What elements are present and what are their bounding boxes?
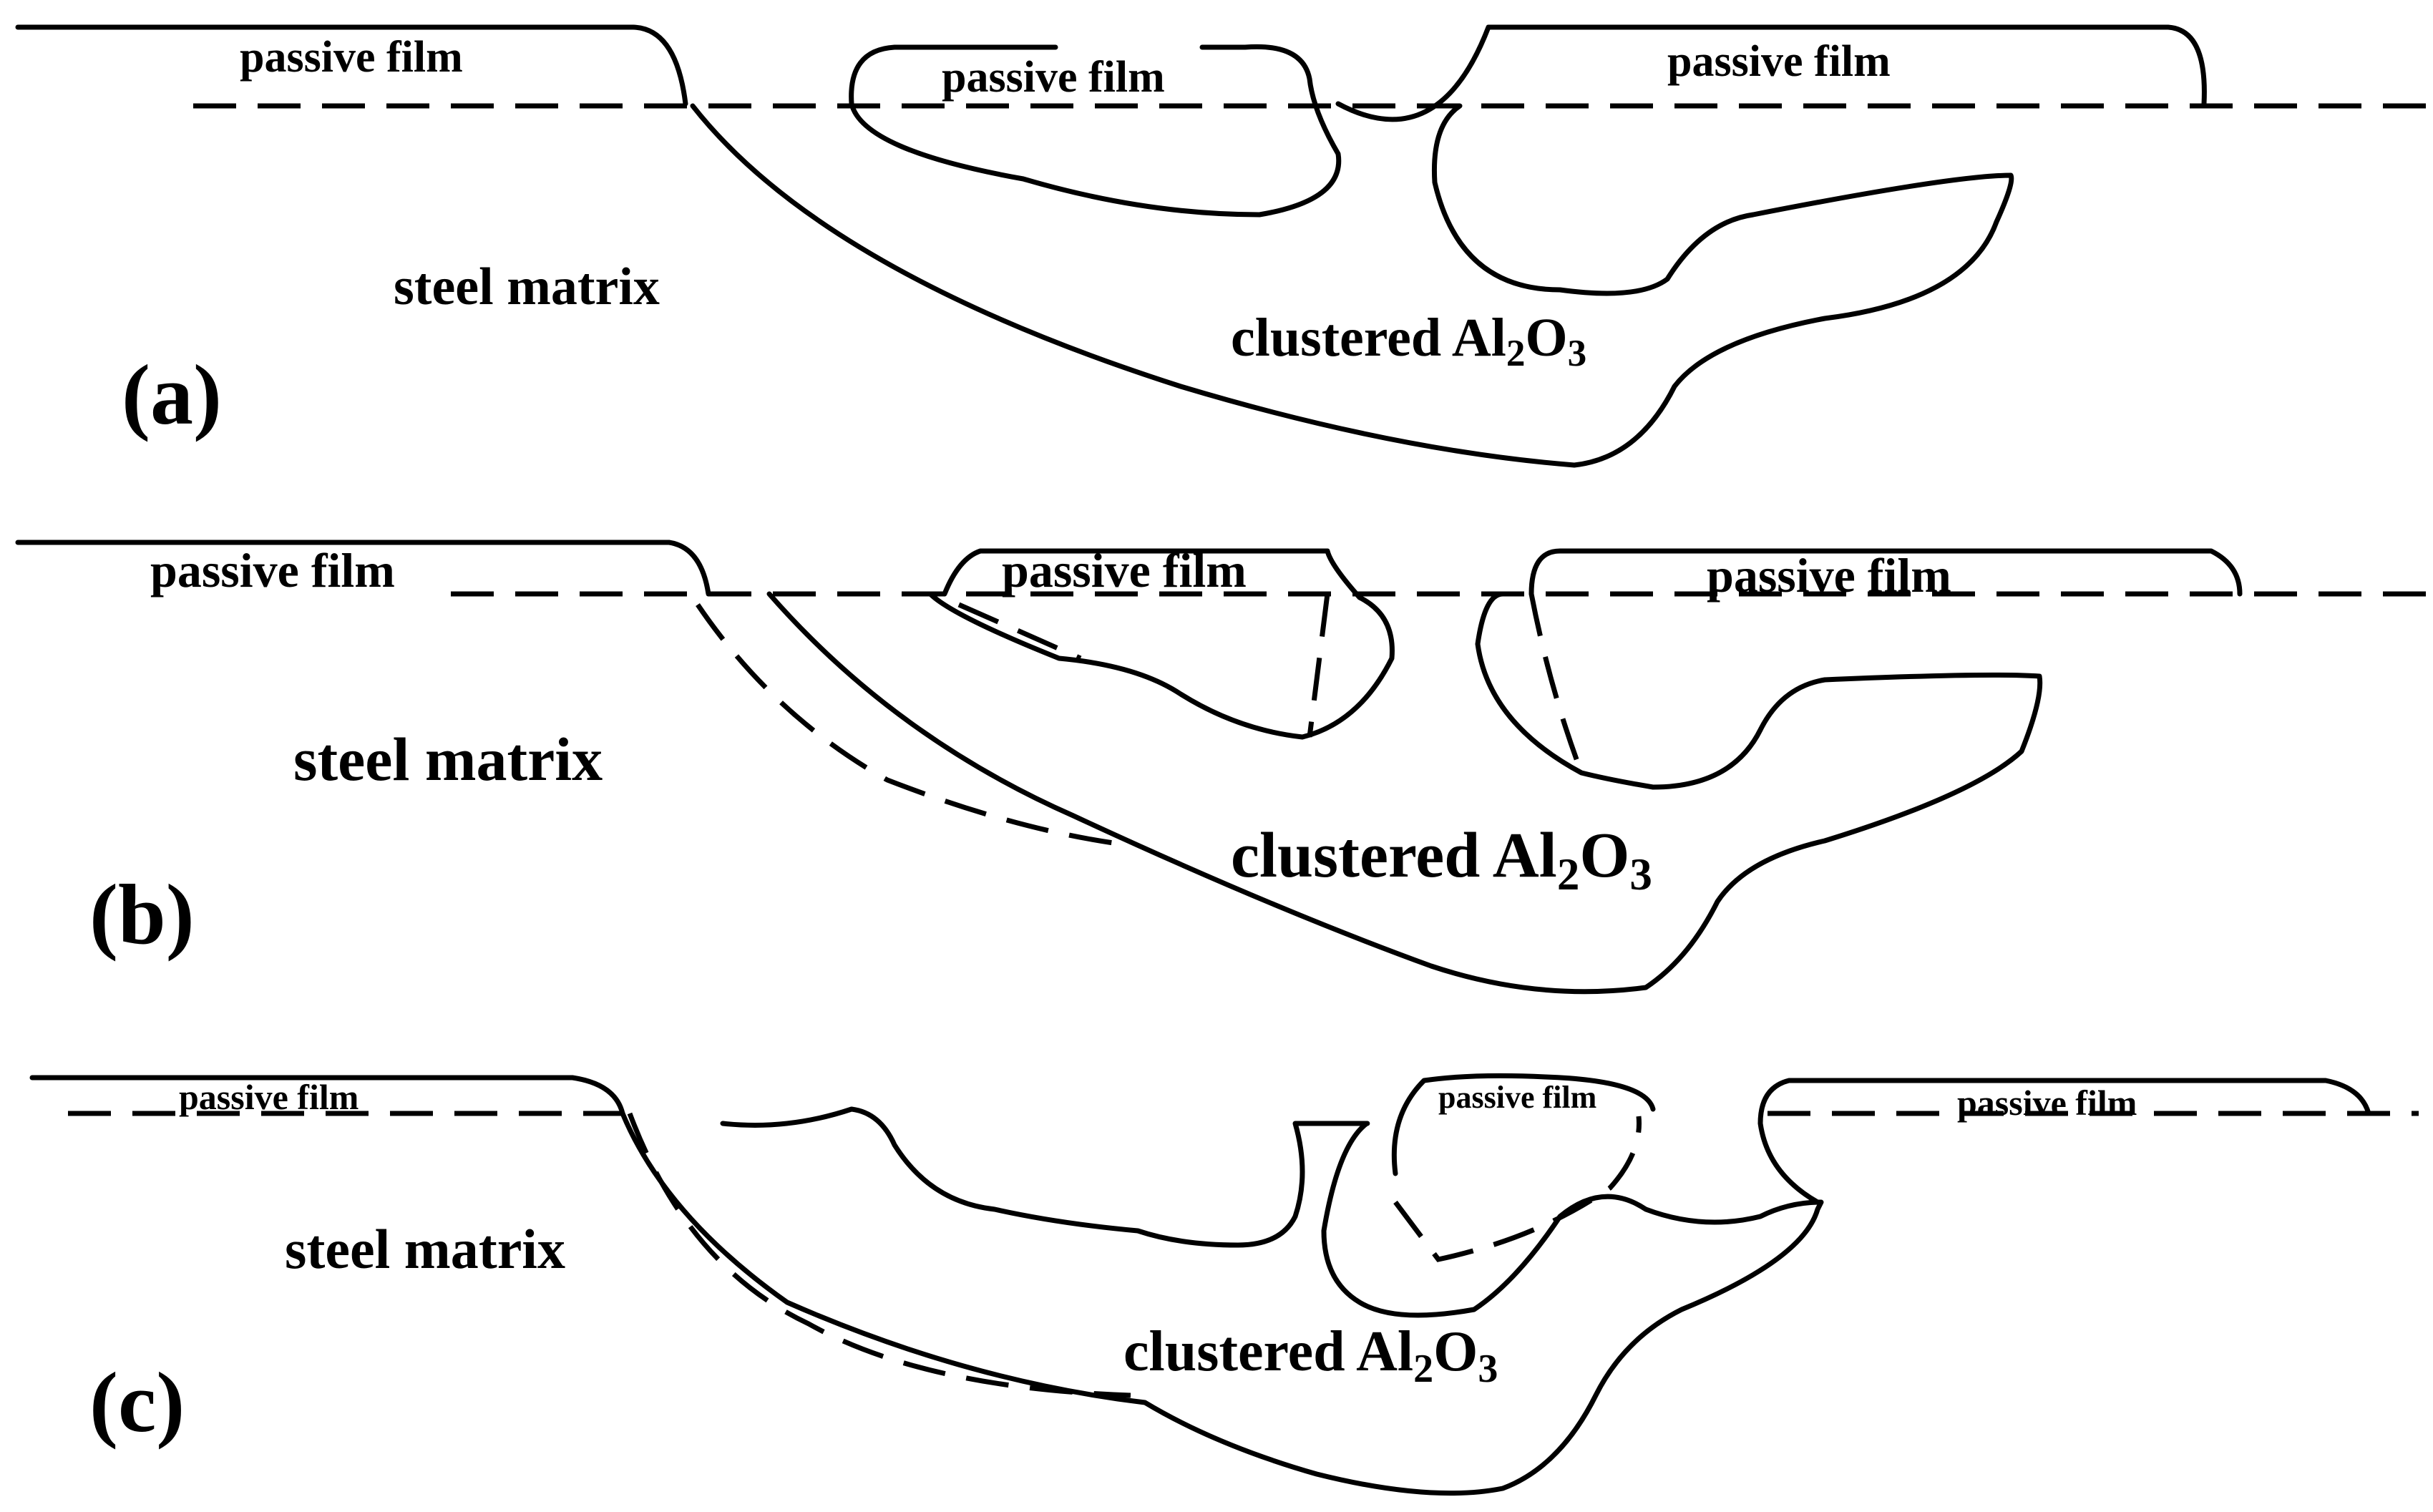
- passive-film-right-c: [1757, 1078, 2371, 1205]
- panel-label-a: (a): [122, 347, 222, 442]
- clustered-label-b: clustered Al2O3: [1231, 820, 1652, 899]
- passive-film-left-c: [29, 1075, 625, 1116]
- passive-film-label-a1: passive film: [240, 33, 463, 82]
- dissolution-front-middle-c: [1393, 1116, 1642, 1262]
- steel-matrix-label-a: steel matrix: [394, 258, 660, 316]
- dissolution-front-left-b: [696, 603, 1124, 847]
- dissolution-front-middle2-b: [1307, 593, 1330, 738]
- passive-film-left-b: [15, 540, 711, 597]
- panel-label-c: (c): [89, 1355, 185, 1450]
- passive-film-label-c3: passive film: [1957, 1083, 2137, 1123]
- passive-film-right-b: [1528, 548, 2243, 597]
- passive-film-middle-c: [1391, 1073, 1656, 1176]
- panel-c: passive film passive film passive film s…: [29, 1073, 2419, 1496]
- dissolution-front-right-b: [1528, 593, 1584, 774]
- passive-film-label-a3: passive film: [1667, 37, 1891, 86]
- passive-film-label-c2: passive film: [1438, 1080, 1596, 1115]
- clustered-label-c: clustered Al2O3: [1123, 1320, 1498, 1391]
- passive-film-left-a: [15, 24, 688, 107]
- passive-film-right-a: [1335, 24, 2207, 122]
- passive-film-label-a2: passive film: [942, 53, 1165, 102]
- passive-film-label-b2: passive film: [1002, 543, 1247, 598]
- panel-b: passive film passive film passive film s…: [15, 540, 2426, 995]
- steel-matrix-label-c: steel matrix: [285, 1218, 565, 1280]
- inclusion-outline-c: [620, 1106, 1824, 1496]
- steel-matrix-label-b: steel matrix: [293, 725, 603, 794]
- inclusion-outline-a: [690, 103, 2014, 468]
- passive-film-label-c1: passive film: [179, 1077, 359, 1117]
- inclusion-outline-b: [766, 591, 2043, 995]
- panel-a: passive film passive film passive film s…: [15, 24, 2426, 468]
- passive-film-label-b3: passive film: [1707, 548, 1951, 603]
- dissolution-front-middle-b: [957, 602, 1082, 661]
- passive-film-middle-a: [849, 44, 1342, 218]
- clustered-label-a: clustered Al2O3: [1231, 308, 1586, 374]
- panel-label-b: (b): [89, 867, 195, 962]
- passive-film-label-b1: passive film: [150, 543, 395, 598]
- dissolution-front-left-c: [627, 1112, 1131, 1398]
